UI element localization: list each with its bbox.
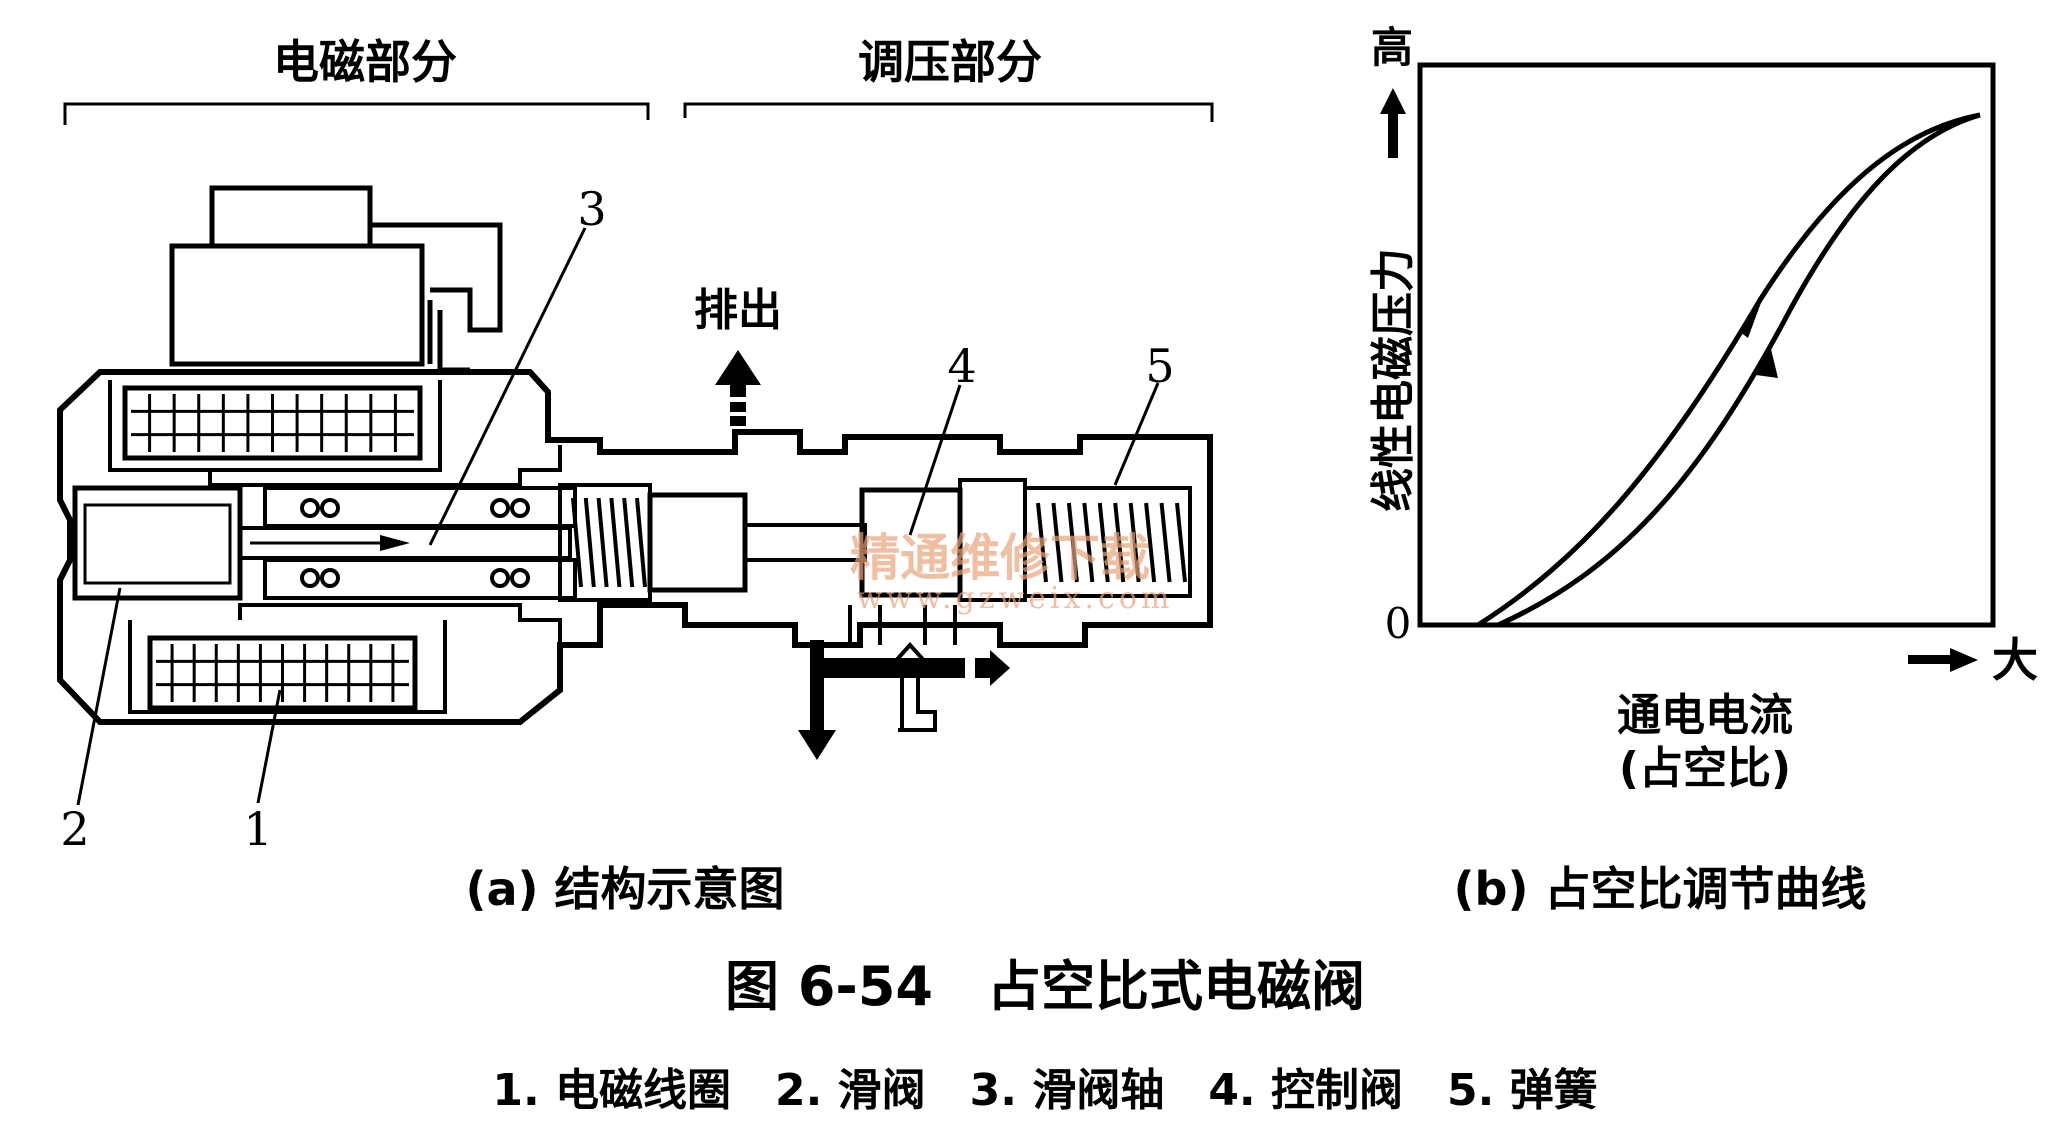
spring-coil: [1066, 502, 1079, 583]
x-axis-arrow-icon: [1908, 648, 1978, 672]
duty-cycle-chart: 高 线性电磁压力 0 大 通电电流 (占空比) (b) 占空比调节曲线: [1368, 23, 2038, 916]
spring-coil: [1082, 502, 1095, 583]
slide-valve: [72, 485, 243, 601]
watermark-stamp: 精通维修下载 www.gzweix.com: [850, 528, 1174, 616]
svg-text:精通维修下载: 精通维修下载: [850, 528, 1150, 587]
spring-coil: [571, 497, 583, 588]
y-axis-label: 线性电磁压力: [1368, 248, 1419, 512]
spring-coil: [1097, 502, 1110, 583]
section-label-pressure-regulating: 调压部分: [858, 35, 1042, 89]
chart-frame: [1417, 62, 1996, 628]
x-axis-sublabel: (占空比): [1619, 743, 1791, 794]
spring-coil: [1113, 502, 1126, 583]
spring-coil: [622, 497, 635, 588]
caption-duty-cycle: (b) 占空比调节曲线: [1454, 862, 1867, 916]
callout-4: 4: [947, 339, 976, 393]
callout-5: 5: [1145, 339, 1174, 393]
bracket-pressure-regulating: [683, 102, 1214, 122]
fluid-ports: [848, 605, 957, 645]
callout-3: 3: [577, 182, 606, 236]
callout-1: 1: [243, 802, 272, 856]
spring-coil: [1051, 502, 1064, 583]
spring-coil: [583, 497, 596, 588]
spring-coil: [1175, 502, 1187, 583]
upper-coil: [122, 385, 423, 461]
coil-frame: [108, 380, 447, 714]
callout-leaders: [76, 227, 1160, 806]
slide-valve-shaft: [238, 526, 572, 560]
svg-text:www.gzweix.com: www.gzweix.com: [857, 581, 1174, 616]
arrow-up-icon: [1756, 345, 1778, 378]
curve-falling: [1496, 112, 1981, 628]
curve-rising: [1476, 112, 1981, 628]
exhaust-label: 排出: [694, 285, 782, 336]
exhaust-arrow-icon: [715, 350, 761, 426]
structure-diagram: 电磁部分 调压部分: [57, 35, 1214, 916]
lower-coil: [147, 635, 418, 711]
spring-coil: [609, 497, 622, 588]
figure-legend: 1. 电磁线圈 2. 滑阀 3. 滑阀轴 4. 控制阀 5. 弹簧: [492, 1065, 1597, 1116]
section-label-electromagnetic: 电磁部分: [273, 35, 457, 89]
drain-flow-arrows-icon: [798, 640, 1010, 760]
figure-title: 图 6-54 占空比式电磁阀: [725, 955, 1365, 1018]
caption-structure: (a) 结构示意图: [465, 862, 784, 916]
connector-housing: [169, 185, 503, 373]
valve-body-outline: [57, 369, 1213, 725]
arrow-down-icon: [1740, 300, 1762, 338]
origin-label: 0: [1385, 599, 1412, 648]
bracket-electromagnetic: [63, 102, 650, 125]
x-axis-label: 通电电流: [1617, 690, 1793, 741]
y-axis-high-label: 高: [1371, 23, 1413, 72]
spring-coil: [596, 497, 609, 588]
spring-coil: [1159, 502, 1172, 583]
spring-coil: [1128, 502, 1141, 583]
spring-coil: [635, 497, 647, 588]
callout-2: 2: [60, 802, 89, 856]
y-axis-arrow-icon: [1380, 88, 1406, 158]
spring-coil: [1144, 502, 1157, 583]
spring-coil: [1036, 502, 1048, 583]
return-spring: [1023, 486, 1192, 598]
x-axis-large-label: 大: [1992, 633, 2038, 687]
